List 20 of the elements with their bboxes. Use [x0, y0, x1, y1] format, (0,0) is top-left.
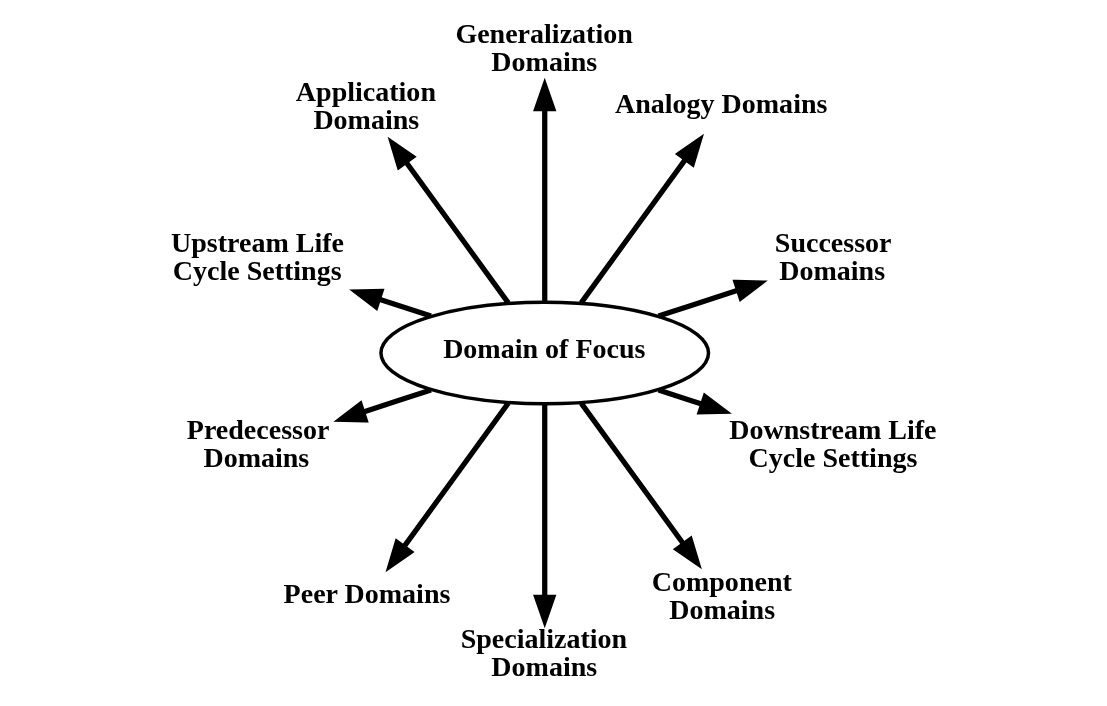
node-text: Analogy Domains	[614, 88, 828, 120]
arrow	[387, 136, 511, 305]
arrow	[579, 401, 702, 570]
node-text: Application Domains	[295, 75, 436, 135]
node-text: Downstream Life Cycle Settings	[729, 414, 937, 474]
arrow	[333, 387, 432, 423]
node-text: Peer Domains	[283, 577, 451, 609]
node-text: Upstream Life Cycle Settings	[171, 227, 345, 287]
node-text: Successor Domains	[774, 227, 892, 287]
node-text: Specialization Domains	[460, 623, 628, 683]
arrow	[533, 77, 557, 302]
arrow	[657, 279, 768, 319]
arrow	[349, 288, 432, 319]
arrow	[657, 387, 732, 415]
arrow	[579, 133, 704, 305]
node-text: Predecessor Domains	[186, 414, 330, 474]
node-text: Generalization Domains	[455, 17, 633, 77]
node-text: Component Domains	[651, 565, 792, 625]
arrow	[533, 404, 557, 629]
arrow	[385, 401, 511, 573]
